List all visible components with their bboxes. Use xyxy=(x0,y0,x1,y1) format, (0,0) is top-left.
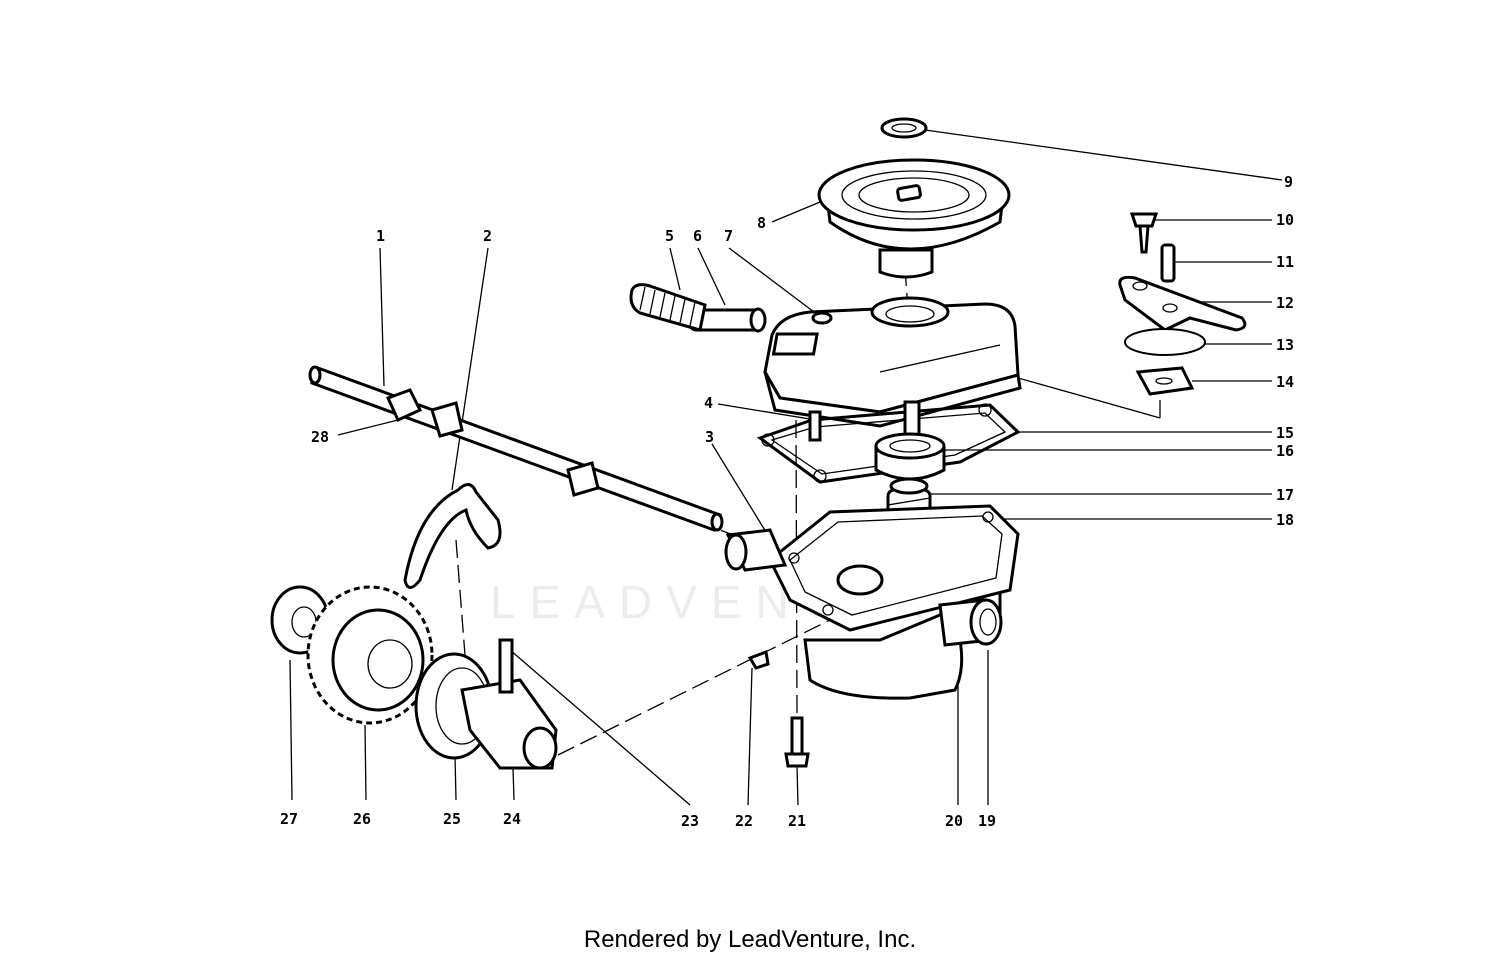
label-2: 2 xyxy=(483,227,492,245)
part-9-seal-ring xyxy=(880,117,928,139)
label-17: 17 xyxy=(1276,486,1294,504)
label-11: 11 xyxy=(1276,253,1294,271)
label-26: 26 xyxy=(353,810,371,828)
label-10: 10 xyxy=(1276,211,1294,229)
footer-credit: Rendered by LeadVenture, Inc. xyxy=(583,926,917,953)
label-25: 25 xyxy=(443,810,461,828)
label-8: 8 xyxy=(757,214,766,232)
part-10-screw xyxy=(1129,212,1159,254)
part-13-disc xyxy=(1124,328,1206,356)
part-5-spring-shaft xyxy=(629,283,767,333)
label-27: 27 xyxy=(280,810,298,828)
label-1: 1 xyxy=(376,227,385,245)
leader-lines xyxy=(289,129,1283,806)
label-6: 6 xyxy=(693,227,702,245)
label-28: 28 xyxy=(311,428,329,446)
label-18: 18 xyxy=(1276,511,1294,529)
label-5: 5 xyxy=(665,227,674,245)
label-22: 22 xyxy=(735,812,753,830)
label-3: 3 xyxy=(705,428,714,446)
label-7: 7 xyxy=(724,227,733,245)
part-8-pulley xyxy=(817,158,1011,279)
part-14-plate xyxy=(1135,366,1195,396)
part-23-pin xyxy=(498,638,514,694)
part-22-screw xyxy=(747,649,770,670)
part-3-bushing xyxy=(724,528,788,572)
part-12-bracket xyxy=(1118,275,1247,332)
label-15: 15 xyxy=(1276,424,1294,442)
part-18-gearbox-housing xyxy=(768,504,1020,700)
part-4-pin xyxy=(808,410,822,442)
part-26-bevel-gear xyxy=(306,585,434,725)
label-14: 14 xyxy=(1276,373,1294,391)
label-19: 19 xyxy=(978,812,996,830)
label-12: 12 xyxy=(1276,294,1294,312)
label-24: 24 xyxy=(503,810,521,828)
label-23: 23 xyxy=(681,812,699,830)
part-1-main-shaft xyxy=(308,365,724,532)
part-21-bolt xyxy=(784,716,810,768)
part-11-pin xyxy=(1160,243,1176,283)
part-24-hub xyxy=(460,678,558,770)
label-13: 13 xyxy=(1276,336,1294,354)
top-cover xyxy=(763,296,1022,428)
label-21: 21 xyxy=(788,812,806,830)
label-4: 4 xyxy=(704,394,713,412)
part-28-collar xyxy=(385,388,600,497)
label-16: 16 xyxy=(1276,442,1294,460)
label-20: 20 xyxy=(945,812,963,830)
part-2-shift-fork xyxy=(403,483,502,589)
label-9: 9 xyxy=(1284,173,1293,191)
part-labels: 1 2 3 4 5 6 7 8 9 10 11 12 13 14 15 16 1… xyxy=(280,173,1294,830)
